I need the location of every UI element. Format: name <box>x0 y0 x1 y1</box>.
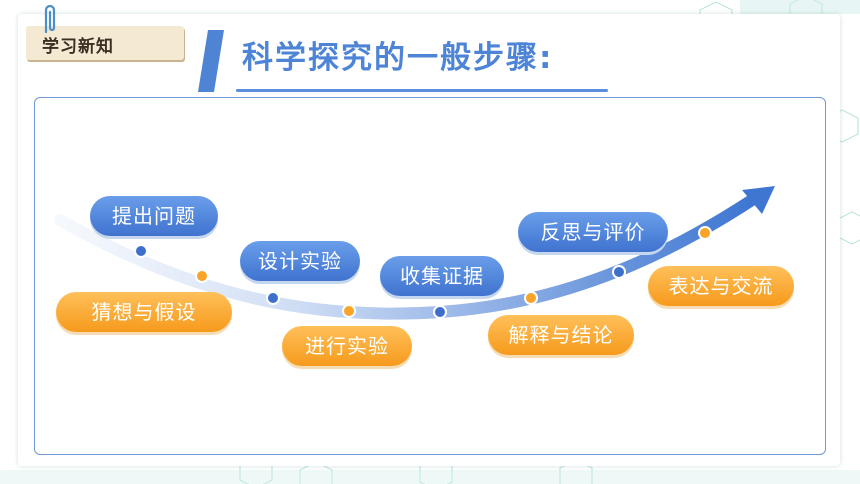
step-pill-collect-evidence: 收集证据 <box>380 256 504 296</box>
step-pill-ask-question: 提出问题 <box>90 196 218 236</box>
dot-2 <box>195 269 209 283</box>
page-title: 科学探究的一般步骤: <box>242 40 554 76</box>
step-pill-conduct-experiment: 进行实验 <box>282 326 412 366</box>
content-frame <box>34 97 826 455</box>
section-tag-label: 学习新知 <box>42 37 114 57</box>
dot-1 <box>134 244 148 258</box>
dot-4 <box>342 304 356 318</box>
dot-7 <box>612 265 626 279</box>
step-pill-hypothesis: 猜想与假设 <box>56 292 232 332</box>
step-pill-explain-conclude: 解释与结论 <box>488 315 634 355</box>
title-underline <box>236 89 608 92</box>
step-pill-express-communicate: 表达与交流 <box>648 266 794 306</box>
section-tag: 学习新知 <box>26 26 184 60</box>
title-accent-bar-icon <box>198 30 224 92</box>
step-pill-design-experiment: 设计实验 <box>240 241 360 281</box>
paperclip-icon <box>44 4 56 34</box>
arrow-head-icon <box>742 186 775 214</box>
dot-8 <box>698 226 712 240</box>
dot-5 <box>433 305 447 319</box>
step-pill-reflect-evaluate: 反思与评价 <box>518 212 668 252</box>
dot-3 <box>266 291 280 305</box>
curve-dots <box>134 226 712 319</box>
dot-6 <box>524 291 538 305</box>
